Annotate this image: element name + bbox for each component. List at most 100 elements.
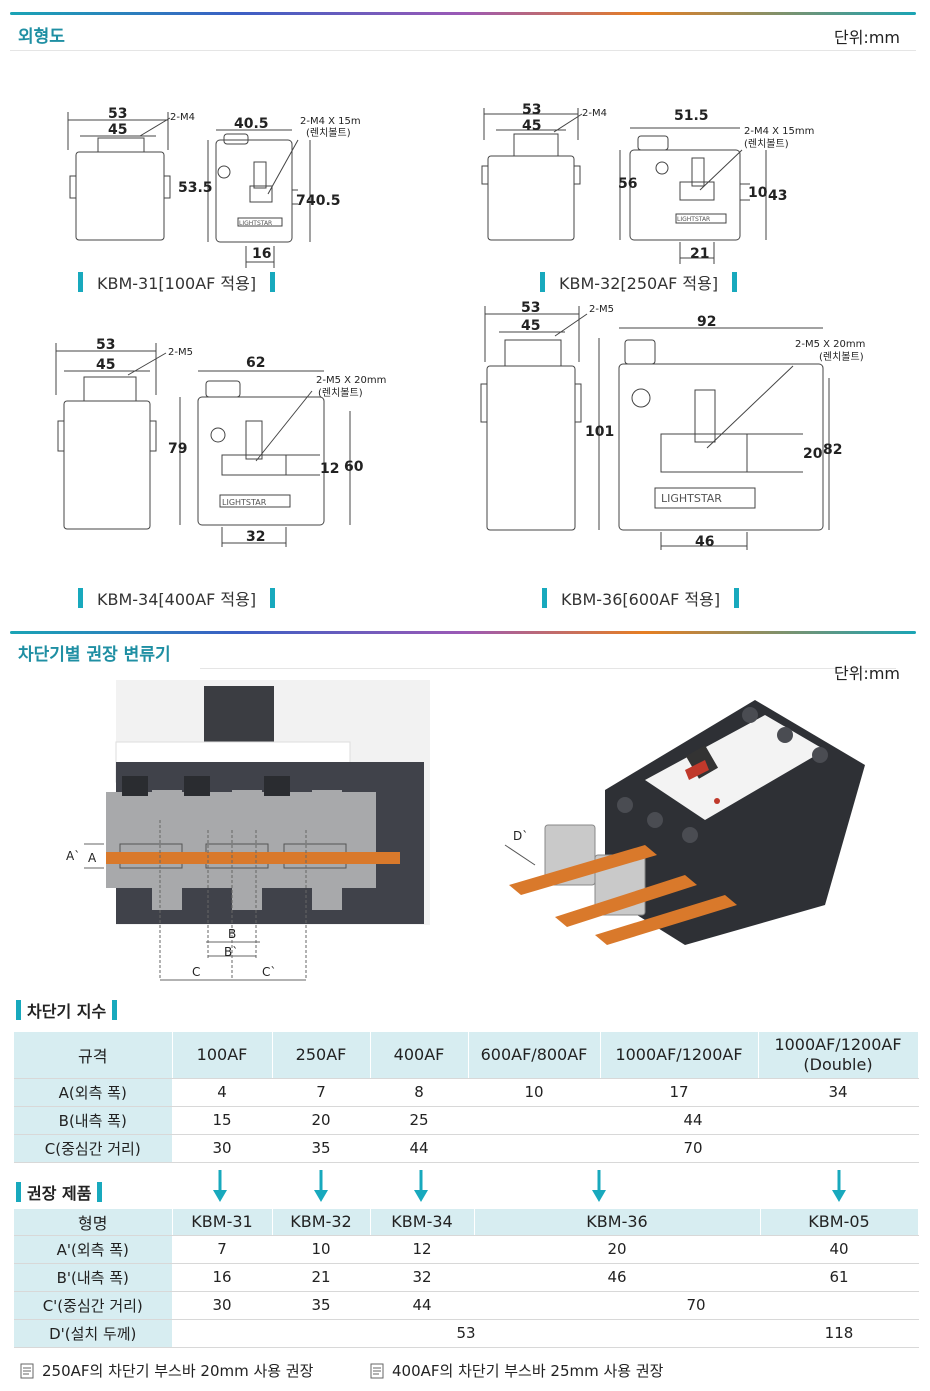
logo-mark: LIGHTSTAR (677, 216, 710, 223)
table-cell: 8 (370, 1078, 469, 1107)
col-header: KBM-36 (474, 1209, 761, 1236)
col-header: 형명 (14, 1209, 173, 1236)
table-cell: 20 (272, 1106, 371, 1135)
drawing-kbm-31: 53 45 2-M4 40.5 53.5 2-M4 X 15mm (렌치볼트) … (67, 106, 360, 268)
dim-total-h: 60 (344, 459, 364, 475)
logo-mark: LIGHTSTAR (239, 220, 272, 227)
down-arrow-icon (213, 1170, 227, 1202)
breaker-iso-figure: D` (504, 700, 865, 945)
bolt-spec: 2-M5 X 20mm (316, 375, 386, 386)
table-header-row: 형명 KBM-31 KBM-32 KBM-34 KBM-36 KBM-05 (14, 1209, 919, 1236)
dim-win-w: 21 (690, 246, 709, 262)
bolt-note: (렌치볼트) (318, 387, 363, 399)
down-arrow-icon (832, 1170, 846, 1202)
table-cell: 12 (370, 1235, 475, 1264)
dim-w-outer: 53 (108, 106, 127, 122)
table-cell: 25 (370, 1106, 469, 1135)
dim-win-w: 46 (695, 534, 714, 550)
section-divider (200, 668, 896, 669)
table-cell: 70 (468, 1134, 919, 1163)
gradient-divider (10, 631, 916, 634)
dim-bolt: 2-M5 (168, 347, 193, 358)
section-divider (10, 50, 916, 51)
section-title-outline: 외형도 (18, 27, 65, 47)
dim-bolt: 2-M4 (582, 108, 607, 119)
label-d-outer: D` (513, 829, 528, 843)
drawing-kbm-34: 53 45 2-M5 62 79 2-M5 X 20mm (렌치볼트) 12 6… (55, 337, 386, 547)
table-cell: 61 (760, 1263, 919, 1292)
table-cell: 35 (272, 1134, 371, 1163)
row-label: A(외측 폭) (14, 1078, 173, 1107)
dim-win-h: 7 (296, 193, 306, 209)
unit-label: 단위:mm (833, 664, 900, 683)
col-header: 250AF (272, 1032, 371, 1079)
dim-win-h: 10 (748, 185, 768, 201)
dim-width: 92 (697, 314, 716, 330)
table-cell: 30 (172, 1134, 273, 1163)
label-c: C (192, 965, 200, 979)
note-text: 250AF의 차단기 부스바 20mm 사용 권장 (42, 1362, 314, 1380)
col-header: 600AF/800AF (468, 1032, 601, 1079)
dim-width: 51.5 (674, 108, 709, 124)
row-label: C'(중심간 거리) (14, 1291, 173, 1320)
table-cell: 16 (172, 1263, 273, 1292)
table-row: C(중심간 거리) 30 35 44 70 (14, 1134, 919, 1163)
drawing-kbm-32: 53 45 2-M4 51.5 56 2-M4 X 15mm (렌치볼트) 10… (481, 102, 814, 264)
dim-win-w: 16 (252, 246, 271, 262)
breaker-table: 규격 100AF 250AF 400AF 600AF/800AF 1000AF/… (14, 1032, 919, 1163)
row-label: B'(내측 폭) (14, 1263, 173, 1292)
caption-kbm-31: KBM-31[100AF 적용] (78, 270, 276, 294)
bolt-note: (렌치볼트) (819, 351, 864, 363)
label-a: A (88, 851, 97, 865)
breaker-front-figure: A` A B B` C C` (66, 680, 430, 981)
table-cell: 4 (172, 1078, 273, 1107)
table-cell: 7 (172, 1235, 273, 1264)
row-label: A'(외측 폭) (14, 1235, 173, 1264)
table-cell: 30 (172, 1291, 273, 1320)
caption-kbm-34: KBM-34[400AF 적용] (78, 586, 276, 610)
col-header: 100AF (172, 1032, 273, 1079)
col-header: 1000AF/1200AF (600, 1032, 759, 1079)
dim-w-inner: 45 (108, 122, 127, 138)
table-cell: 53 (172, 1319, 761, 1348)
label-a-outer: A` (66, 849, 80, 863)
table-cell: 44 (468, 1106, 919, 1135)
down-arrow-icon (314, 1170, 328, 1202)
dim-height: 79 (168, 441, 187, 457)
table-row: D'(설치 두께) 53 118 (14, 1319, 919, 1348)
row-label: B(내측 폭) (14, 1106, 173, 1135)
row-label: C(중심간 거리) (14, 1134, 173, 1163)
table-cell: 118 (760, 1319, 919, 1348)
row-label: D'(설치 두께) (14, 1319, 173, 1348)
table-cell: 32 (370, 1263, 475, 1292)
dim-total-h: 43 (768, 188, 787, 204)
section-title-breaker: 차단기별 권장 변류기 (18, 645, 171, 665)
bolt-note: (렌치볼트) (306, 127, 351, 139)
down-arrow-icon (414, 1170, 428, 1202)
table-cell: 46 (474, 1263, 761, 1292)
col-header: KBM-32 (272, 1209, 371, 1236)
down-arrow-icon (592, 1170, 606, 1202)
logo-mark: LIGHTSTAR (222, 498, 267, 507)
dim-height: 56 (618, 176, 637, 192)
table-cell: 20 (474, 1235, 761, 1264)
caption-kbm-36: KBM-36[600AF 적용] (542, 586, 740, 610)
logo-mark: LIGHTSTAR (661, 492, 722, 505)
dim-height: 101 (585, 424, 614, 440)
dim-w-inner: 45 (521, 318, 540, 334)
dim-total-h: 82 (823, 442, 842, 458)
unit-label: 단위:mm (833, 28, 900, 47)
caption-kbm-32: KBM-32[250AF 적용] (540, 270, 738, 294)
drawing-kbm-36: 53 45 2-M5 92 101 2-M5 X 20mm (렌치볼트) 20 … (480, 300, 865, 550)
document-icon (370, 1363, 384, 1378)
bolt-spec: 2-M5 X 20mm (795, 339, 865, 350)
label-b-outer: B` (224, 945, 238, 959)
dim-w-outer: 53 (96, 337, 115, 353)
table-cell: 21 (272, 1263, 371, 1292)
label-c-outer: C` (262, 965, 276, 979)
table-cell: 10 (272, 1235, 371, 1264)
table-cell: 7 (272, 1078, 371, 1107)
note-250af: 250AF의 차단기 부스바 20mm 사용 권장 (20, 1360, 313, 1381)
breaker-heading: 차단기 지수 (16, 998, 118, 1022)
dim-win-w: 32 (246, 529, 265, 545)
